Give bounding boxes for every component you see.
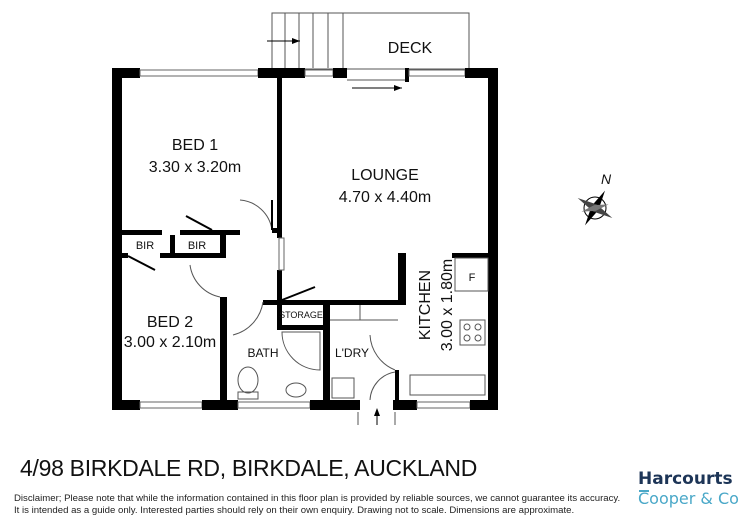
disclaimer-line-1: Disclaimer; Please note that while the i… (14, 493, 621, 504)
room-label-laundry: L'DRY (335, 346, 369, 360)
room-label-kitchen: KITCHEN (417, 270, 434, 340)
room-size-bed1: 3.30 x 3.20m (149, 159, 242, 176)
cooktop (459, 319, 486, 346)
laundry-tub (331, 377, 355, 399)
disclaimer-line-2: It is intended as a guide only. Interest… (14, 505, 575, 516)
room-label-deck: DECK (388, 40, 433, 57)
logo-office: Cooper & Co (638, 489, 739, 508)
room-label-bath: BATH (247, 346, 278, 360)
property-address: 4/98 BIRKDALE RD, BIRKDALE, AUCKLAND (20, 455, 478, 481)
room-label-bed2: BED 2 (147, 314, 193, 331)
basin (285, 382, 307, 398)
deck (267, 12, 470, 70)
harcourts-logo: Harcourts Cooper & Co (638, 469, 739, 508)
kitchen-sink (409, 374, 486, 396)
logo-brand: Harcourts (638, 469, 733, 489)
room-label-storage: STORAGE (279, 310, 323, 320)
fridge-label: F (469, 272, 476, 284)
compass-icon (577, 190, 613, 226)
room-size-kitchen: 3.00 x 1.80m (439, 259, 456, 352)
walls (112, 68, 498, 425)
room-label-bir-1: BIR (136, 240, 154, 252)
room-size-bed2: 3.00 x 2.10m (124, 334, 217, 351)
room-label-bed1: BED 1 (172, 137, 218, 154)
compass-north-label: N (601, 171, 612, 187)
room-label-bir-2: BIR (188, 240, 206, 252)
room-label-lounge: LOUNGE (351, 167, 419, 184)
disclaimer: Disclaimer; Please note that while the i… (14, 493, 620, 517)
fridge (454, 257, 489, 292)
shower (281, 331, 321, 371)
toilet (237, 366, 259, 394)
room-size-lounge: 4.70 x 4.40m (339, 189, 432, 206)
